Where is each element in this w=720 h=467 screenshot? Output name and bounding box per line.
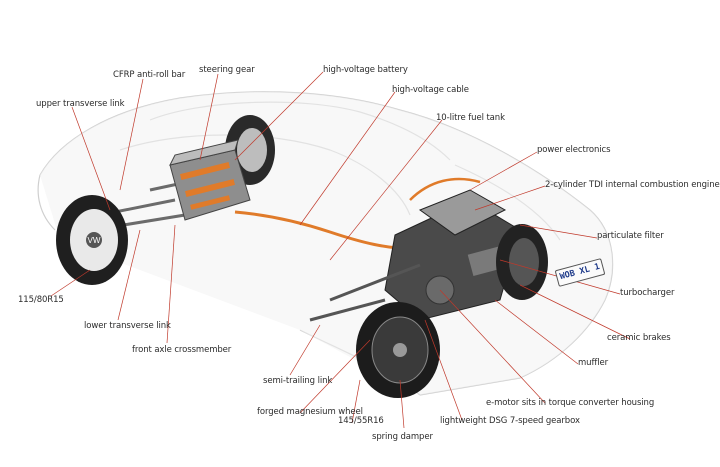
label-high-voltage-battery: high-voltage battery [323, 65, 408, 75]
label-power-electronics: power electronics [537, 145, 611, 155]
label-high-voltage-cable: high-voltage cable [392, 85, 469, 95]
rear-suspension [309, 263, 421, 322]
label-ceramic-brakes: ceramic brakes [607, 333, 671, 343]
label-engine: 2-cylinder TDI internal combustion engin… [545, 180, 720, 190]
leader-lines [50, 71, 631, 429]
label-magnesium-wheel: forged magnesium wheel [257, 407, 363, 417]
svg-text:VW: VW [88, 236, 101, 245]
label-muffler: muffler [578, 358, 609, 368]
battery-pack [169, 139, 251, 221]
car-illustration: VW [37, 71, 631, 429]
hv-cable [234, 210, 416, 250]
label-lower-transverse-link: lower transverse link [84, 321, 171, 331]
label-semi-trailing-link: semi-trailing link [263, 376, 333, 386]
label-steering-gear: steering gear [199, 65, 255, 75]
rear-right-wheel [496, 224, 548, 300]
rear-left-wheel [356, 302, 440, 398]
label-front-tyre: 115/80R15 [18, 295, 64, 305]
label-fuel-tank: 10-litre fuel tank [436, 113, 505, 123]
label-turbocharger: turbocharger [620, 288, 675, 298]
label-front-axle-crossmember: front axle crossmember [132, 345, 232, 355]
label-spring-damper: spring damper [372, 432, 433, 442]
label-cfrp-anti-roll-bar: CFRP anti-roll bar [113, 70, 186, 80]
label-gearbox: lightweight DSG 7-speed gearbox [440, 416, 580, 426]
label-rear-tyre: 145/55R16 [338, 416, 384, 426]
xl1-cutaway-diagram: VW [18, 65, 720, 442]
label-emotor: e-motor sits in torque converter housing [486, 398, 655, 408]
engine-assembly [384, 177, 521, 321]
label-particulate-filter: particulate filter [597, 231, 664, 241]
label-upper-transverse-link: upper transverse link [36, 99, 125, 109]
front-left-wheel: VW [56, 195, 128, 285]
